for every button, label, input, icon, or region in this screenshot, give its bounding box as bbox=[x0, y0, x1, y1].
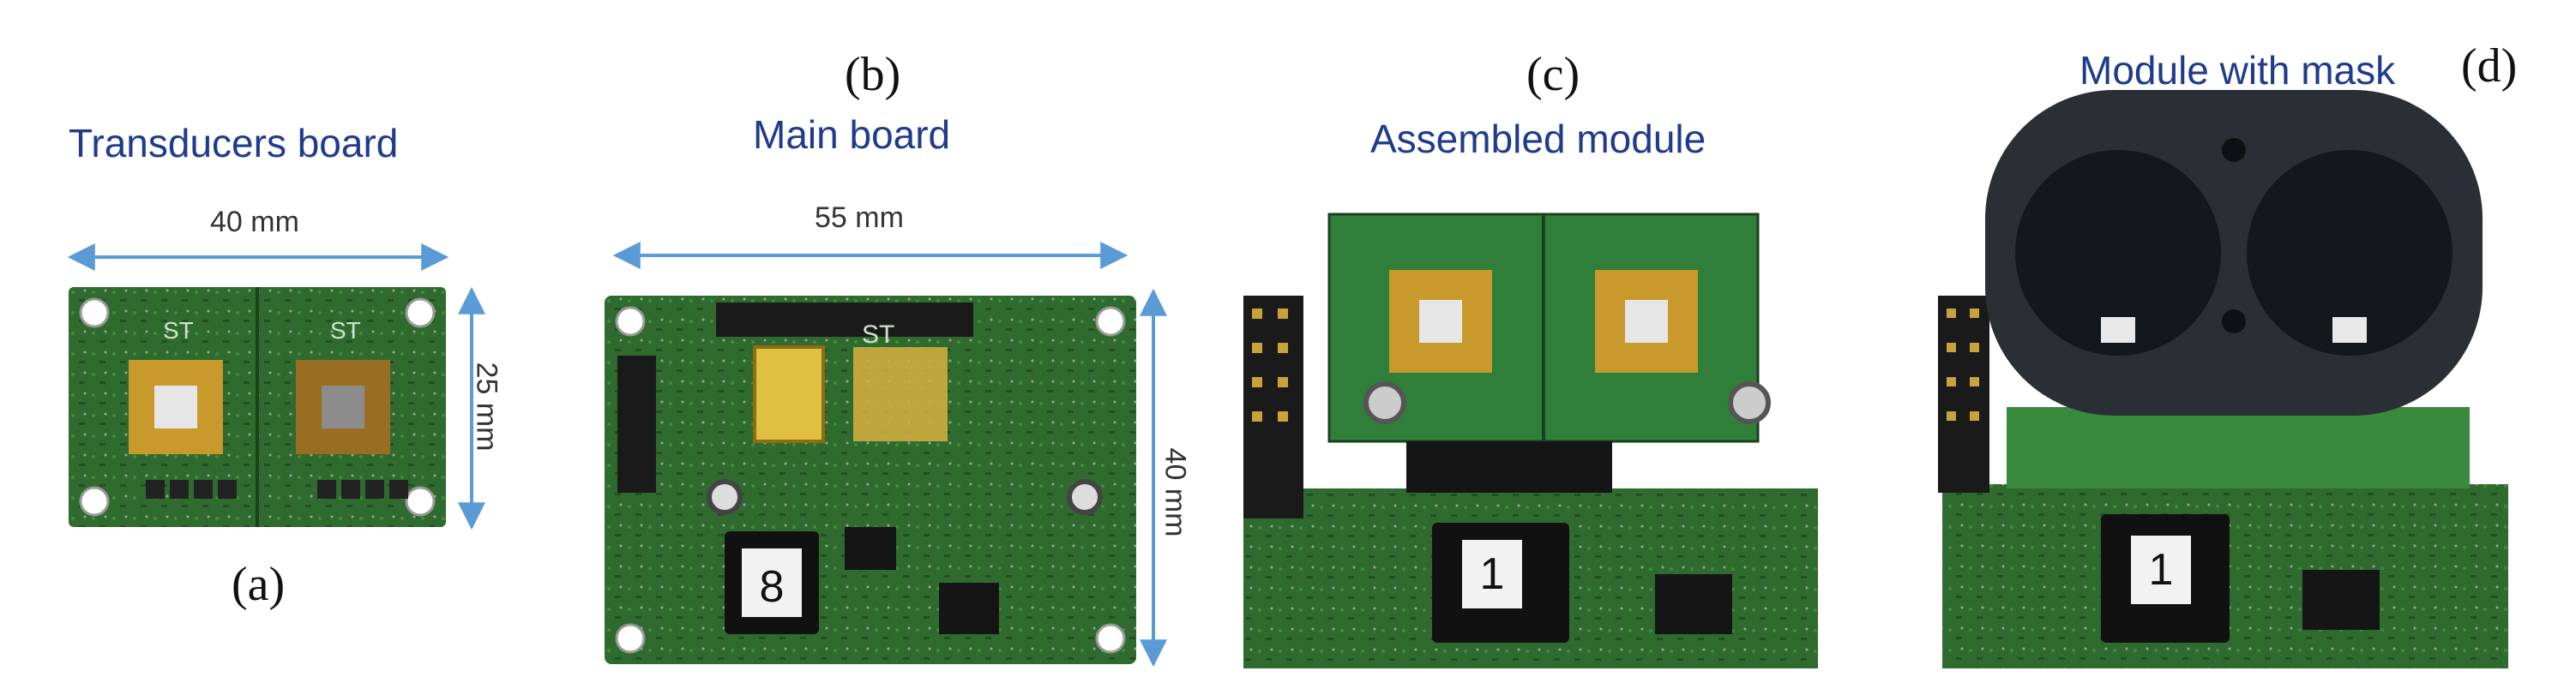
assembled-module-chip-sticker: 1 bbox=[1479, 549, 1505, 599]
panel-d-title: Module with mask bbox=[2079, 48, 2396, 93]
svg-text:ST: ST bbox=[163, 317, 194, 344]
panel-b-label: (b) bbox=[845, 48, 901, 101]
panel-c-title: Assembled module bbox=[1370, 117, 1706, 161]
svg-text:ST: ST bbox=[330, 317, 361, 344]
assembled-module-photo bbox=[1243, 213, 1818, 668]
main-board-chip-sticker: 8 bbox=[759, 562, 785, 612]
panel-a-label: (a) bbox=[232, 558, 286, 611]
module-with-mask-chip-sticker: 1 bbox=[2148, 545, 2174, 595]
transducers-board-photo: ST ST bbox=[69, 287, 446, 527]
panel-d-label: (d) bbox=[2461, 39, 2518, 93]
panel-b-arrows bbox=[612, 242, 1167, 668]
panel-a-arrows bbox=[67, 243, 485, 530]
module-with-mask-photo bbox=[1938, 90, 2508, 668]
panel-b-title: Main board bbox=[753, 112, 951, 157]
main-board-photo: ST bbox=[605, 296, 1136, 664]
panel-c-label: (c) bbox=[1526, 48, 1580, 101]
svg-text:ST: ST bbox=[862, 321, 894, 349]
panel-a-width-dim: 40 mm bbox=[210, 206, 299, 238]
panel-b-width-dim: 55 mm bbox=[815, 201, 904, 234]
panel-b-height-dim: 40 mm bbox=[1159, 447, 1192, 537]
panel-a-title: Transducers board bbox=[69, 121, 399, 165]
